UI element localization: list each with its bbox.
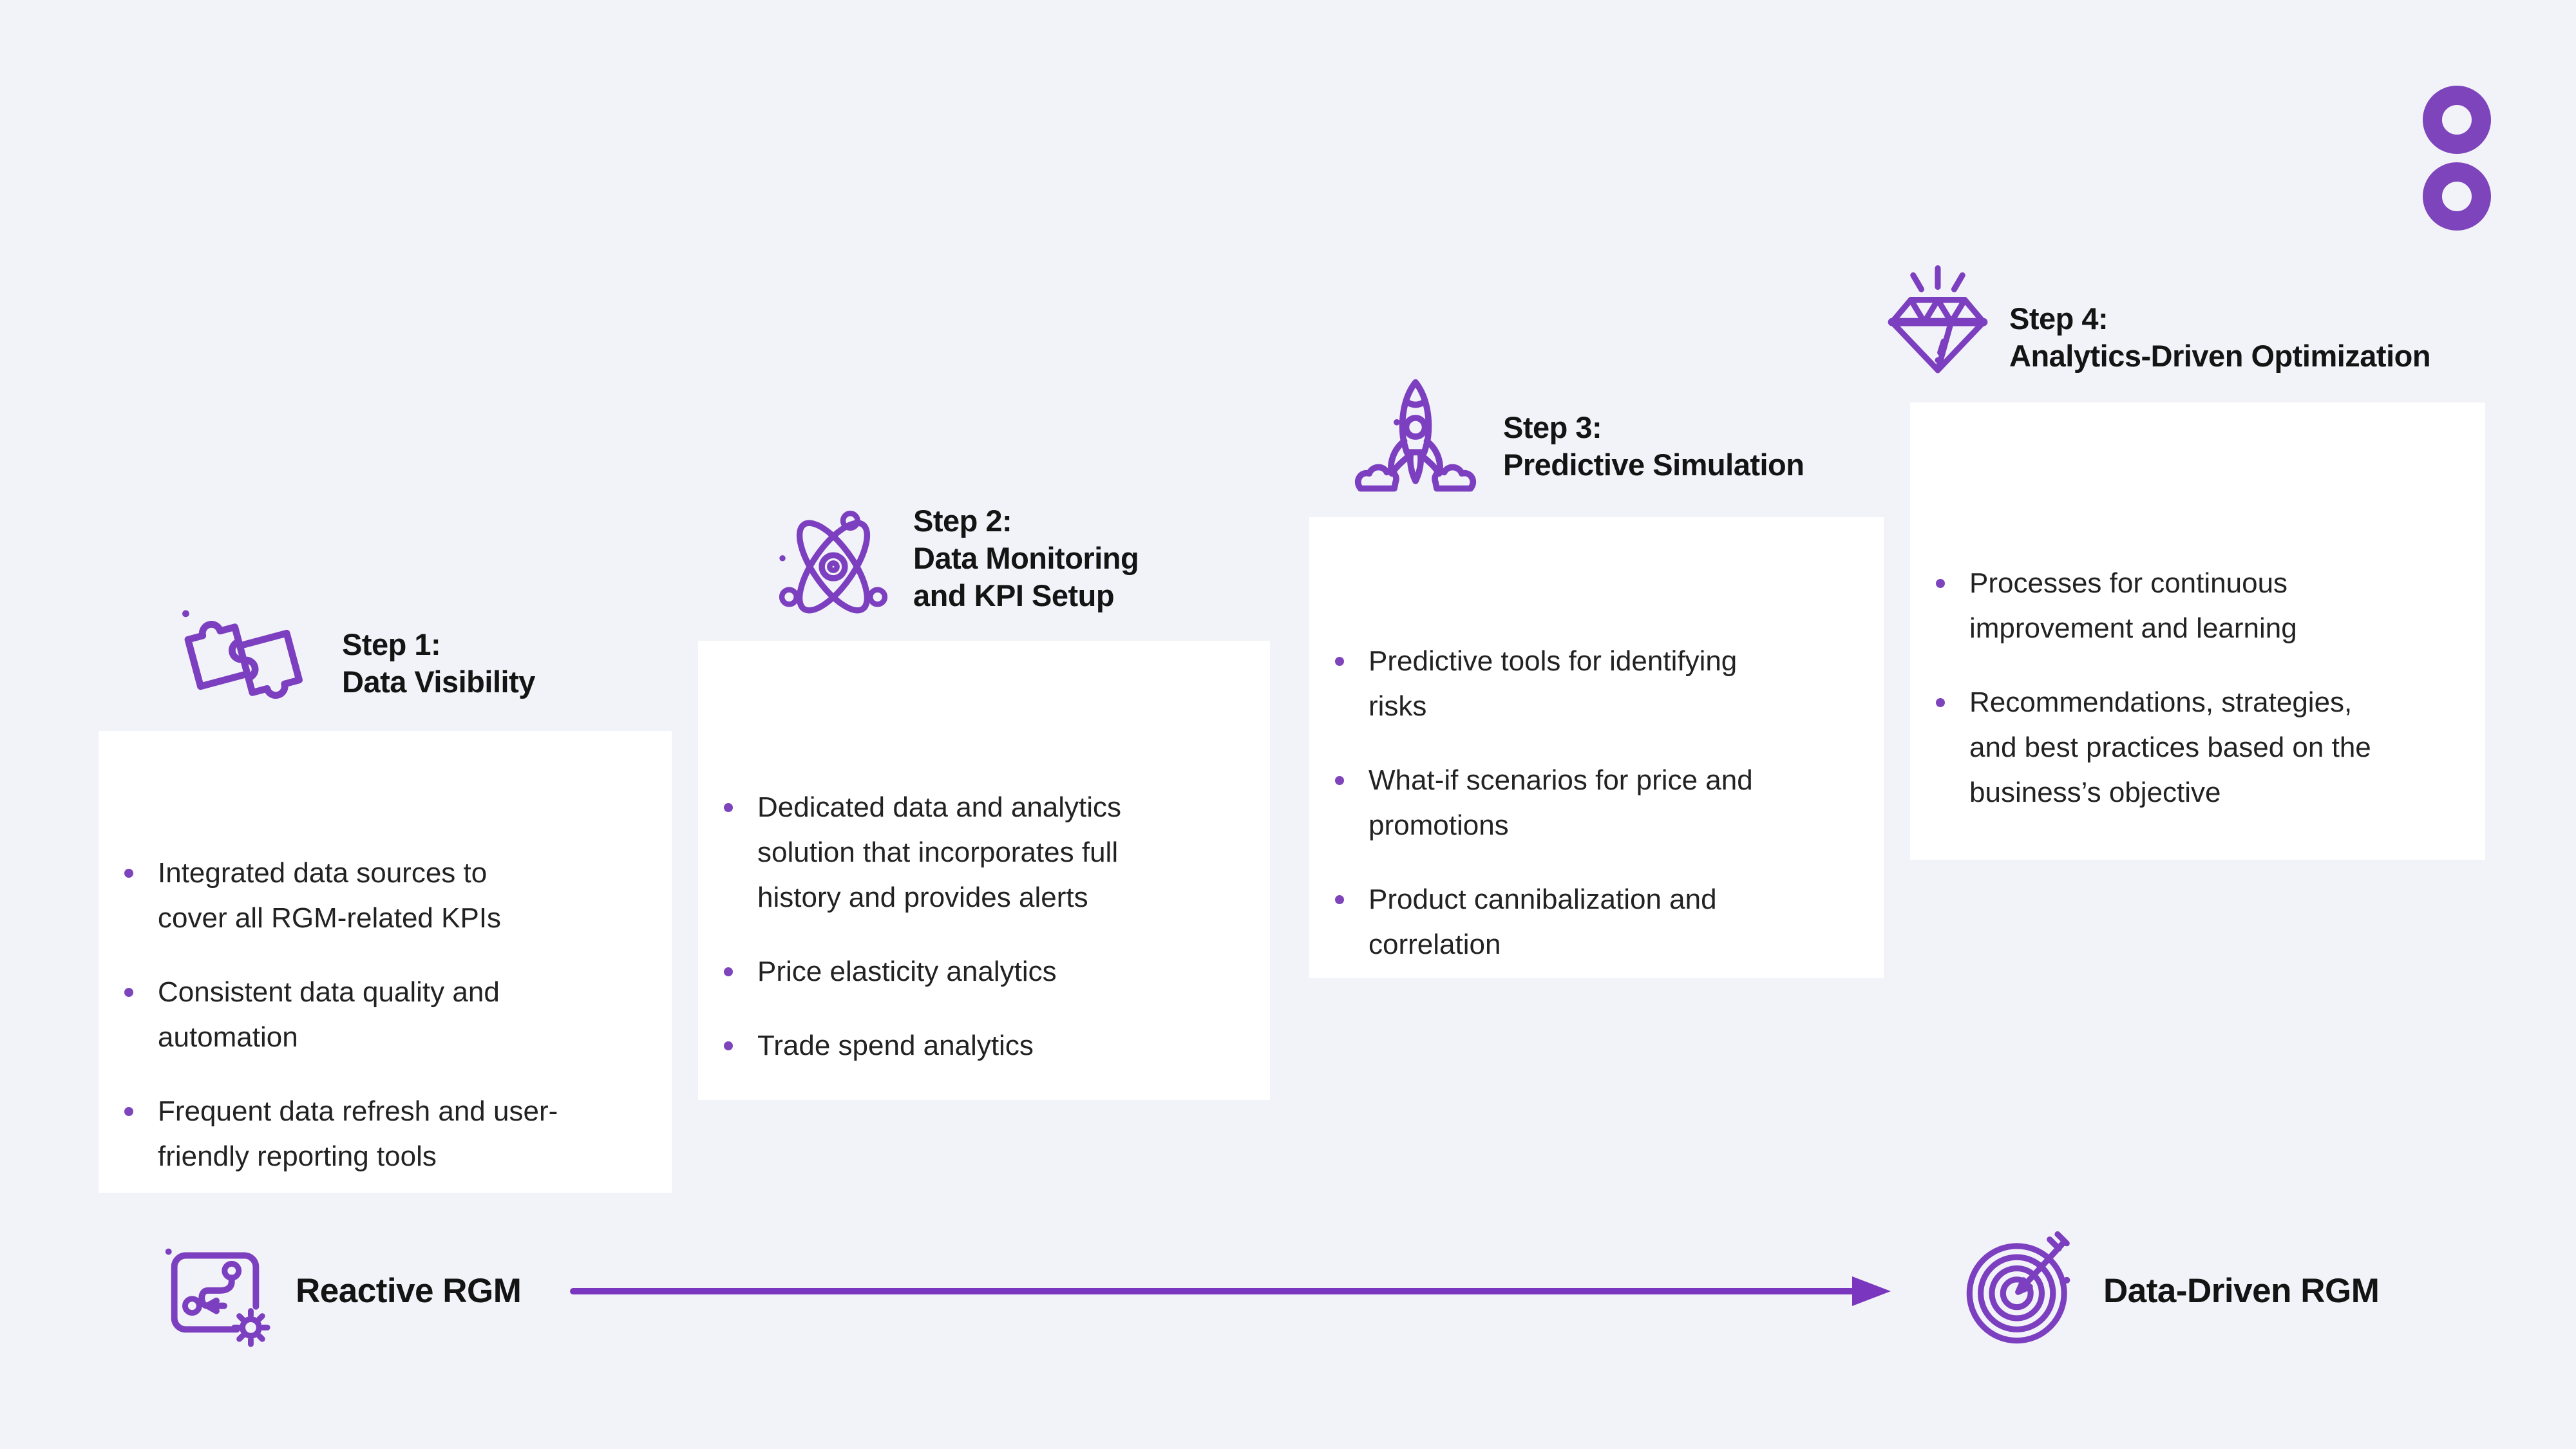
bullet-dot-icon <box>1936 698 1945 707</box>
title-line: Step 1: <box>342 627 441 661</box>
bullet-item: Price elasticity analytics <box>724 949 1244 994</box>
bullet-item: Frequent data refresh and user-friendly … <box>124 1089 646 1179</box>
data-driven-rgm-label: Data-Driven RGM <box>2103 1272 2380 1310</box>
bullet-dot-icon <box>124 988 133 997</box>
bullet-dot-icon <box>1335 895 1344 904</box>
logo-ring-bottom-icon <box>2423 162 2491 231</box>
maturity-arrow-line <box>570 1288 1855 1294</box>
reactive-rgm-label: Reactive RGM <box>296 1272 522 1310</box>
step1-title: Step 1: Data Visibility <box>342 626 535 701</box>
bullet-dot-icon <box>724 1041 733 1050</box>
title-line: Data Visibility <box>342 665 535 699</box>
bullet-dot-icon <box>124 1107 133 1116</box>
title-line: Data Monitoring <box>913 541 1139 575</box>
rocket-icon <box>1351 375 1480 500</box>
brand-logo <box>2423 86 2491 231</box>
bullet-text: Recommendations, strategies,and best pra… <box>1969 687 2371 808</box>
logo-ring-top-icon <box>2423 86 2491 154</box>
atom-icon <box>770 506 896 627</box>
step4-title: Step 4:Analytics-Driven Optimization <box>2009 300 2431 375</box>
title-line: Predictive Simulation <box>1503 448 1804 482</box>
title-line: Analytics-Driven Optimization <box>2009 339 2431 373</box>
target-arrow-icon <box>1960 1220 2092 1351</box>
puzzle-icon <box>166 587 308 726</box>
title-line: Step 2: <box>913 504 1012 538</box>
process-route-gear-icon <box>147 1224 283 1351</box>
bullet-item: Trade spend analytics <box>724 1023 1244 1068</box>
diamond-icon <box>1879 260 1996 386</box>
maturity-arrow-head-icon <box>1852 1276 1891 1306</box>
bullet-text: Trade spend analytics <box>757 1030 1034 1061</box>
title-line: Step 4: <box>2009 301 2108 336</box>
bullet-dot-icon <box>724 803 733 812</box>
step3-title: Step 3: Predictive Simulation <box>1503 409 1804 484</box>
bullet-dot-icon <box>1335 776 1344 785</box>
bullet-text: Frequent data refresh and user-friendly … <box>158 1095 558 1172</box>
bullet-text: Price elasticity analytics <box>757 956 1057 987</box>
title-line: Step 3: <box>1503 410 1602 444</box>
bullet-dot-icon <box>724 967 733 976</box>
bullet-dot-icon <box>1936 579 1945 588</box>
title-line: and KPI Setup <box>913 578 1115 612</box>
bullet-dot-icon <box>124 869 133 878</box>
bullet-dot-icon <box>1335 657 1344 666</box>
bullet-item: Recommendations, strategies,and best pra… <box>1936 680 2459 815</box>
